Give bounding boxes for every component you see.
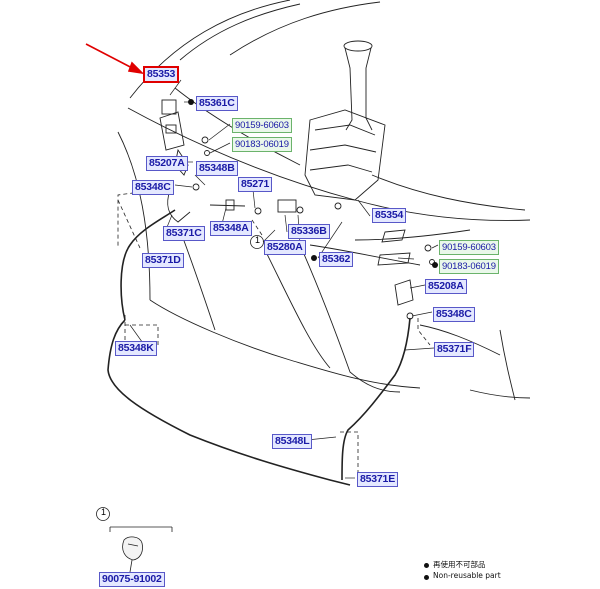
part-label-90183-06019-top[interactable]: 90183-06019 (232, 137, 292, 152)
part-label-85208a[interactable]: 85208A (425, 279, 467, 294)
part-label-85354[interactable]: 85354 (372, 208, 407, 223)
part-label-85362[interactable]: 85362 (319, 252, 354, 267)
part-label-85371f[interactable]: 85371F (434, 342, 475, 357)
inset-callout-number: 1 (100, 507, 106, 517)
legend-non-reusable-en: Non-reusable part (433, 571, 501, 580)
part-label-90159-60603-right[interactable]: 90159-60603 (439, 240, 499, 255)
part-label-85207a[interactable]: 85207A (146, 156, 188, 171)
clip-icon (122, 536, 143, 561)
part-label-85348c-right[interactable]: 85348C (433, 307, 475, 322)
callout-number: 1 (254, 235, 260, 245)
part-label-85348k[interactable]: 85348K (115, 341, 157, 356)
part-label-85361c[interactable]: 85361C (196, 96, 238, 111)
part-label-85371d[interactable]: 85371D (142, 253, 184, 268)
part-label-90159-60603-top[interactable]: 90159-60603 (232, 118, 292, 133)
non-reusable-marker-icon (432, 262, 438, 268)
part-label-90183-06019-right[interactable]: 90183-06019 (439, 259, 499, 274)
inset-callout-circle-icon (96, 507, 110, 521)
part-label-85348a[interactable]: 85348A (210, 221, 252, 236)
part-label-85371c[interactable]: 85371C (163, 226, 205, 241)
callout-circle-icon (250, 235, 264, 249)
part-label-85348l[interactable]: 85348L (272, 434, 313, 449)
part-label-90075-91002[interactable]: 90075-91002 (99, 572, 165, 587)
legend-bullet-icon (424, 563, 429, 568)
part-label-85271[interactable]: 85271 (238, 177, 273, 192)
non-reusable-marker-icon (188, 99, 194, 105)
part-label-85353[interactable]: 85353 (143, 66, 180, 83)
non-reusable-marker-icon (311, 255, 317, 261)
part-label-85348b[interactable]: 85348B (196, 161, 238, 176)
part-label-85336b[interactable]: 85336B (288, 224, 330, 239)
pointer-arrow-icon (85, 43, 145, 75)
part-label-85348c-left[interactable]: 85348C (132, 180, 174, 195)
legend-bullet-icon (424, 575, 429, 580)
part-label-85371e[interactable]: 85371E (357, 472, 399, 487)
part-label-85280a[interactable]: 85280A (264, 240, 306, 255)
legend-non-reusable-cn: 再使用不可部品 (433, 560, 486, 569)
